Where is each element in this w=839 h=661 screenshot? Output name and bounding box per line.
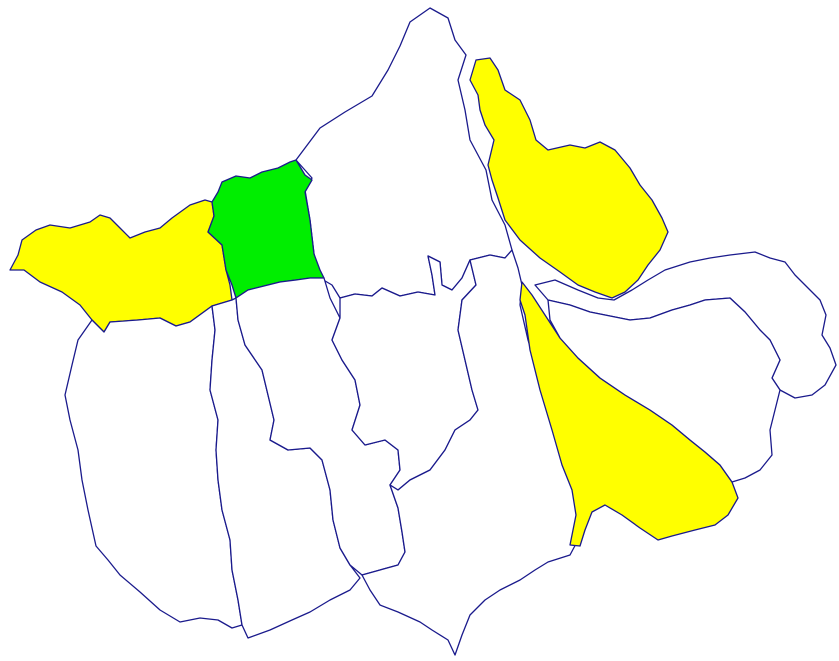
region-east-strip[interactable] bbox=[547, 297, 781, 483]
region-northeast-upper[interactable] bbox=[469, 57, 669, 299]
